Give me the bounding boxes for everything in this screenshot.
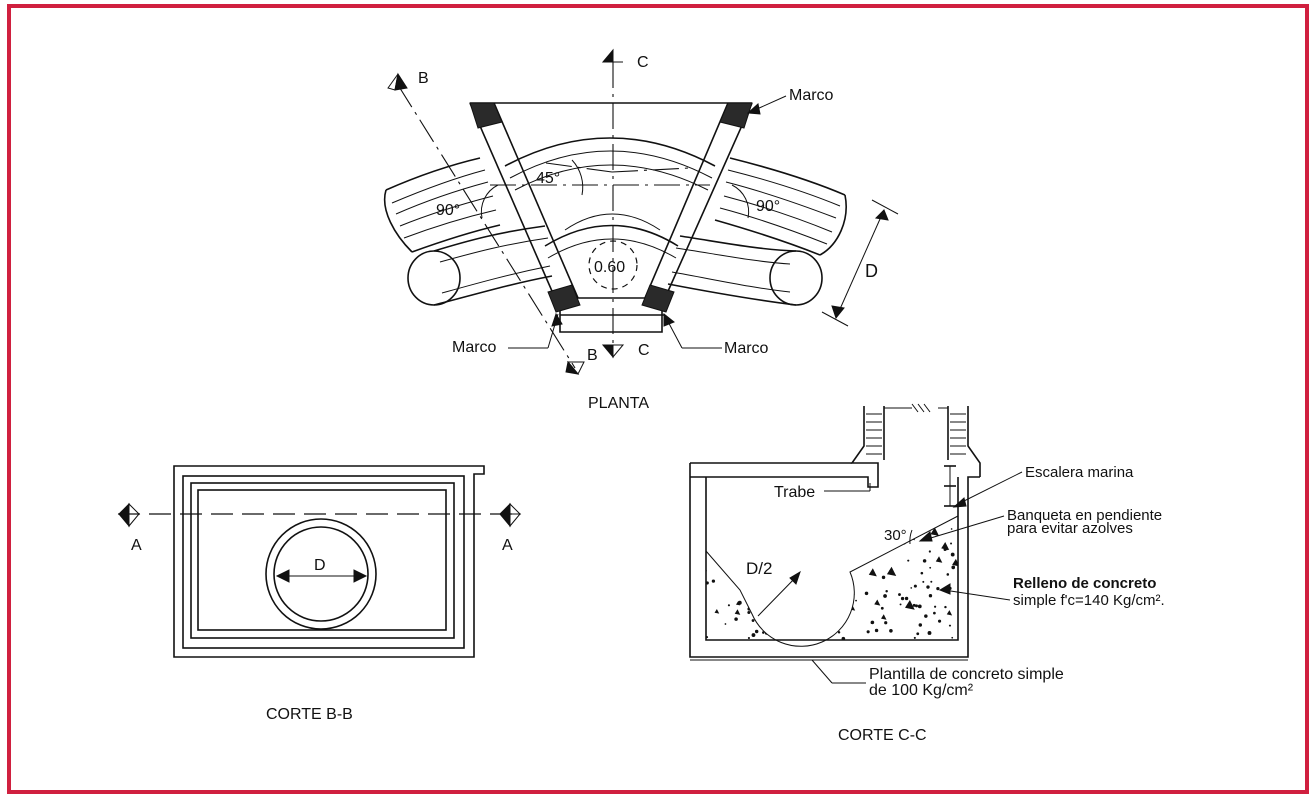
dimension-d-planta: D (821, 199, 899, 327)
trabe-label: Trabe (774, 484, 815, 501)
banqueta-line1: Banqueta en pendiente (1007, 507, 1162, 524)
marco-block (547, 284, 581, 313)
angle-30: 30° (884, 527, 907, 544)
section-c-top-label: C (637, 54, 649, 71)
planta-view: 0.60 45° 90° 90° C C B B (383, 48, 899, 412)
section-c-bottom-label: C (638, 342, 650, 359)
corte-bb-view: D A A CORTE B-B (117, 465, 522, 723)
marco-leader-bottom-right: Marco (663, 312, 769, 357)
marco-leader-bottom-left: Marco (452, 312, 563, 356)
section-c-top-marker: C (601, 48, 649, 75)
marco-block (719, 102, 753, 129)
dimension-d-label: D (865, 261, 878, 281)
angle-90-left: 90° (436, 202, 460, 219)
relleno-line2: simple f'c=140 Kg/cm². (1013, 592, 1165, 609)
planta-title: PLANTA (588, 395, 649, 412)
section-b-bottom-label: B (587, 347, 598, 364)
plantilla-line2: de 100 Kg/cm² (869, 682, 974, 699)
diameter-value: 0.60 (594, 259, 625, 276)
corte-bb-title: CORTE B-B (266, 706, 353, 723)
marco-leader-top-right: Marco (746, 87, 834, 115)
section-a-right-label: A (502, 537, 513, 554)
pipe-left (383, 157, 553, 306)
angle-90-right: 90° (756, 198, 780, 215)
curved-channel (504, 137, 716, 259)
section-a-left-marker: A (117, 502, 142, 554)
ladder-rungs (944, 465, 956, 507)
section-b-top-label: B (418, 70, 429, 87)
relleno-line1: Relleno de concreto (1013, 575, 1156, 592)
corte-cc-view: Trabe Escalera marina Banqueta en pendie… (689, 403, 1165, 744)
corte-cc-title: CORTE C-C (838, 727, 927, 744)
marco-block (469, 102, 503, 129)
section-a-left-label: A (131, 537, 142, 554)
angle-45: 45° (536, 170, 560, 187)
section-a-right-marker: A (498, 502, 522, 554)
page-border (7, 4, 1309, 794)
marco-label-top-right: Marco (789, 87, 834, 104)
dimension-d-bb: D (275, 557, 368, 583)
pipe-right (667, 157, 847, 306)
concrete-fill (706, 516, 958, 641)
marco-label-bottom-right: Marco (724, 340, 769, 357)
escalera-label: Escalera marina (1025, 464, 1134, 481)
banqueta-line2: para evitar azolves (1007, 520, 1133, 537)
marco-block (641, 284, 675, 313)
radius-label: D/2 (746, 559, 772, 578)
plantilla-line1: Plantilla de concreto simple (869, 666, 1064, 683)
section-b-top-marker: B (387, 70, 429, 91)
marco-label-bottom-left: Marco (452, 339, 497, 356)
section-c-bottom-marker: C (601, 342, 650, 359)
access-neck (690, 403, 981, 488)
dimension-d-bb-label: D (314, 557, 326, 574)
section-b-bottom-marker: B (565, 347, 598, 375)
